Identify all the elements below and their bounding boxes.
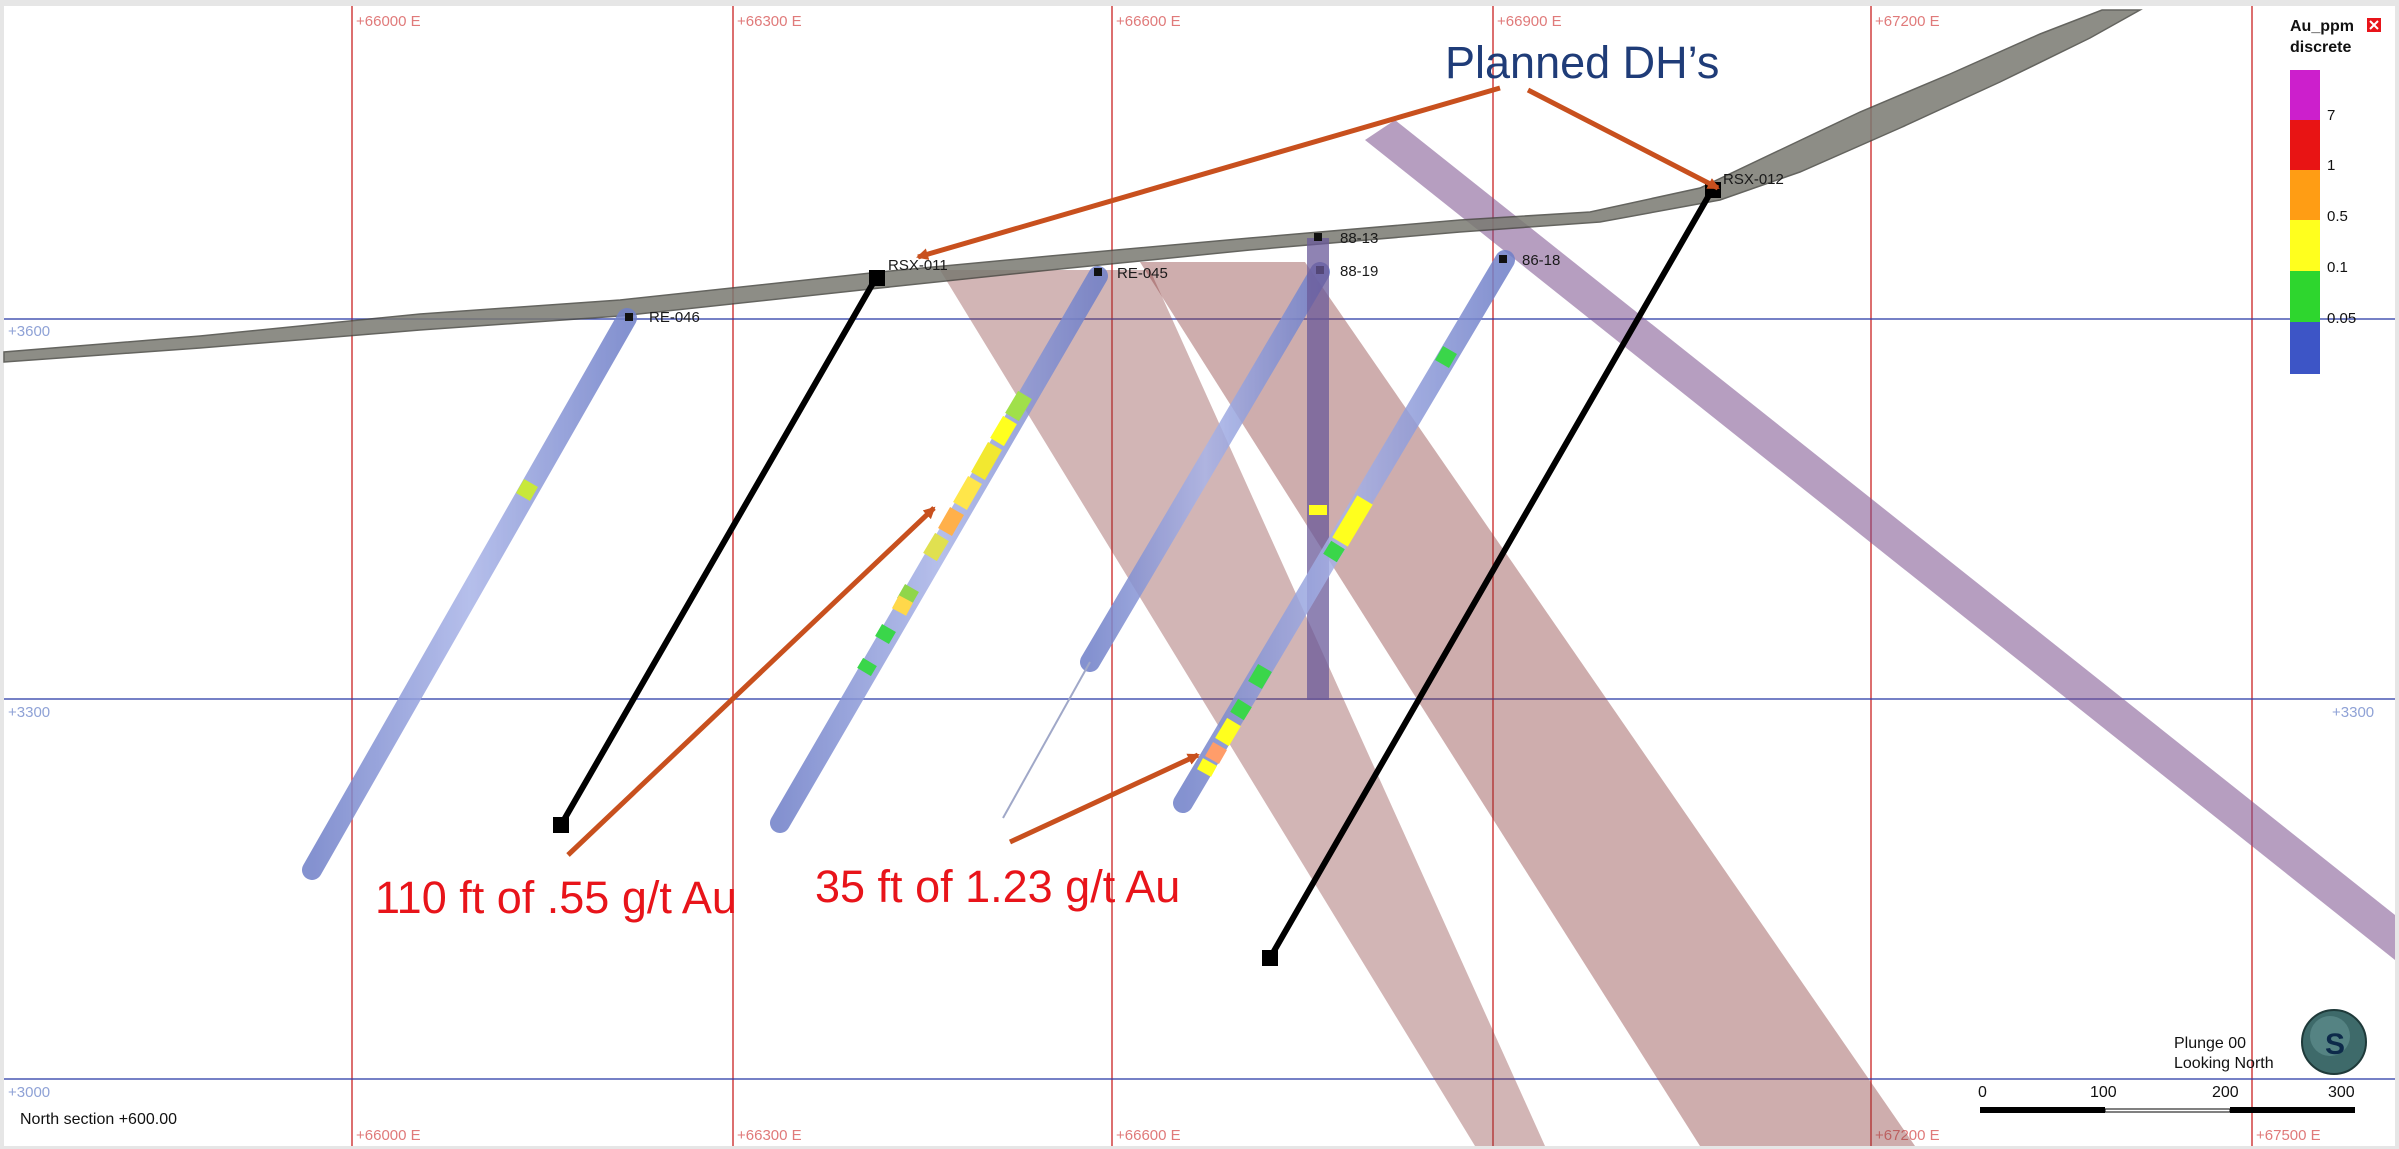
legend-label-05: 0.5 — [2327, 208, 2348, 225]
legend-label-01: 0.1 — [2327, 259, 2348, 276]
elevation-label-3300: +3300 — [8, 704, 50, 721]
intercept-callout-1: 110 ft of .55 g/t Au — [375, 872, 737, 923]
plunge-label: Plunge 00 — [2174, 1035, 2246, 1052]
easting-label-66300: +66300 E — [737, 13, 802, 30]
easting-label-66600-bottom: +66600 E — [1116, 1127, 1181, 1144]
intercept-callout-2: 35 ft of 1.23 g/t Au — [815, 861, 1180, 912]
easting-label-66000-bottom: +66000 E — [356, 1127, 421, 1144]
label-re046: RE-046 — [649, 309, 700, 326]
easting-label-67500-bottom: +67500 E — [2256, 1127, 2321, 1144]
drillhole-trace-88-19 — [1080, 262, 1330, 672]
collar-rsx011 — [869, 270, 885, 286]
scale-bar: 0 100 200 300 — [1978, 1084, 2355, 1113]
easting-label-66000: +66000 E — [356, 13, 421, 30]
easting-label-67200: +67200 E — [1875, 13, 1940, 30]
assay-interval-86-18-8 — [1196, 758, 1218, 777]
scale-tick-0: 0 — [1978, 1084, 1987, 1101]
assay-interval-86-18-3 — [1323, 540, 1345, 563]
assay-interval-86-18-4 — [1248, 663, 1272, 690]
fault-zone-brown-2 — [1140, 262, 1915, 1146]
legend-label-1: 1 — [2327, 157, 2335, 174]
scale-segment-2 — [2104, 1108, 2231, 1113]
arrow-planned-to-rsx012 — [1526, 87, 1720, 191]
scale-tick-100: 100 — [2090, 1084, 2117, 1101]
plot-background — [4, 6, 2395, 1146]
planned-trace-rsx012 — [1267, 188, 1715, 960]
arrow-planned-to-rsx011 — [916, 85, 1501, 260]
assay-interval-re046-1 — [516, 479, 538, 501]
legend-swatch-above-7 — [2290, 70, 2320, 120]
elevation-label-3300-right: +3300 — [2332, 704, 2374, 721]
easting-label-66300-bottom: +66300 E — [737, 1127, 802, 1144]
compass-letter: S — [2325, 1028, 2345, 1061]
assay-interval-86-18-7 — [1205, 742, 1227, 764]
assay-interval-86-18-1 — [1435, 346, 1457, 368]
legend-label-7: 7 — [2327, 107, 2335, 124]
collar-86-18 — [1499, 255, 1507, 263]
scale-tick-200: 200 — [2212, 1084, 2239, 1101]
label-88-13: 88-13 — [1340, 230, 1378, 247]
drillhole-trace-88-19-extension — [1002, 661, 1091, 819]
assay-interval-re045-1 — [1005, 390, 1032, 422]
legend-title-line1: Au_ppm — [2290, 18, 2354, 35]
easting-label-66600: +66600 E — [1116, 13, 1181, 30]
assay-interval-re045-4 — [953, 476, 982, 510]
toe-rsx011 — [553, 817, 569, 833]
assay-interval-re045-9 — [875, 623, 896, 645]
assay-interval-86-18-5 — [1230, 698, 1252, 721]
scale-tick-300: 300 — [2328, 1084, 2355, 1101]
elevation-label-3000: +3000 — [8, 1084, 50, 1101]
arrow-intercept-1 — [566, 506, 936, 857]
label-rsx012: RSX-012 — [1723, 171, 1784, 188]
toe-rsx012 — [1262, 950, 1278, 966]
legend-swatch-05-1 — [2290, 170, 2320, 220]
callout-arrows — [566, 85, 1720, 857]
assay-interval-re045-10 — [857, 657, 877, 677]
legend-label-005: 0.05 — [2327, 310, 2356, 327]
legend-title-line2: discrete — [2290, 39, 2351, 56]
assay-interval-re045-6 — [923, 532, 949, 562]
scale-segment-3 — [2230, 1107, 2355, 1113]
elevation-label-3600: +3600 — [8, 323, 50, 340]
planned-dh-callout: Planned DH’s — [1445, 37, 1719, 88]
section-label: North section +600.00 — [20, 1111, 177, 1128]
collar-re045 — [1094, 268, 1102, 276]
label-re045: RE-045 — [1117, 265, 1168, 282]
legend-swatch-1-7 — [2290, 120, 2320, 170]
looking-direction-label: Looking North — [2174, 1055, 2274, 1072]
assay-interval-re045-3 — [971, 442, 1002, 480]
collar-88-13 — [1314, 233, 1322, 241]
planned-trace-rsx011 — [558, 276, 879, 827]
easting-labels-bottom: +66000 E +66300 E +66600 E +67200 E +675… — [356, 1127, 2321, 1144]
label-88-19: 88-19 — [1340, 263, 1378, 280]
existing-drillholes[interactable]: RE-046 RE-045 88-19 88-13 — [302, 230, 1560, 880]
label-86-18: 86-18 — [1522, 252, 1560, 269]
drillhole-trace-re046 — [302, 308, 637, 880]
legend-au-ppm: Au_ppm discrete 7 1 0.5 0.1 0.05 — [2290, 18, 2381, 374]
scale-segment-1 — [1980, 1107, 2105, 1113]
legend-swatch-below-005 — [2290, 322, 2320, 374]
assay-interval-86-18-2 — [1332, 495, 1373, 547]
legend-swatch-005-01 — [2290, 271, 2320, 322]
easting-label-66900: +66900 E — [1497, 13, 1562, 30]
arrow-intercept-2 — [1008, 752, 1200, 845]
assay-interval-re045-8 — [891, 595, 914, 616]
assay-interval-re045-2 — [990, 415, 1017, 447]
legend-close-glyph — [2369, 20, 2379, 30]
legend-swatch-01-05 — [2290, 220, 2320, 271]
elevation-labels: +3600 +3300 +3300 +3000 — [8, 323, 2374, 1101]
assay-interval-re045-5 — [938, 507, 964, 536]
easting-label-67200-bottom: +67200 E — [1875, 1127, 1940, 1144]
easting-labels-top: +66000 E +66300 E +66600 E +66900 E +672… — [356, 13, 1940, 30]
label-rsx011: RSX-011 — [888, 257, 948, 274]
compass-icon[interactable]: S — [2301, 1009, 2367, 1075]
assay-interval-86-18-6 — [1215, 717, 1241, 747]
collar-re046 — [625, 313, 633, 321]
fault-zone-purple — [1365, 120, 2395, 960]
